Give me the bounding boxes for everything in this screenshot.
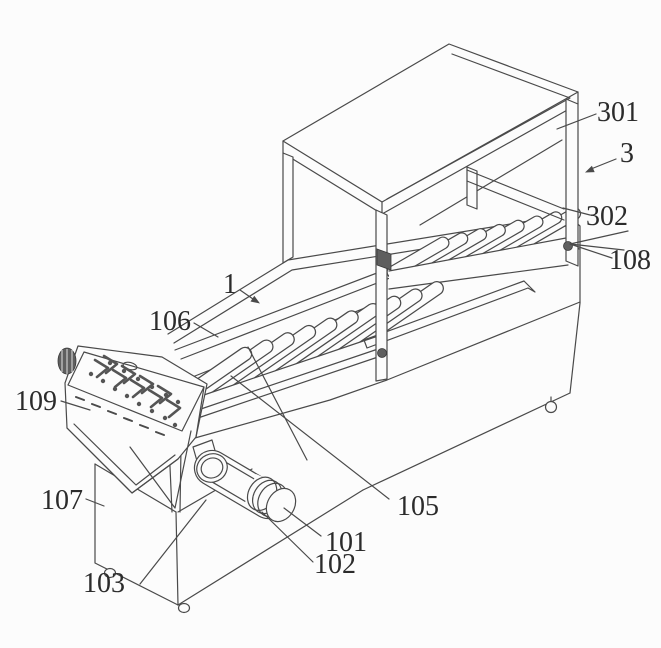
label-107: 107 xyxy=(41,485,83,516)
leader-302 xyxy=(562,207,591,216)
funnel-inner xyxy=(73,423,176,486)
conveyor-rollers-right xyxy=(386,207,582,279)
panel-top-edge xyxy=(169,301,581,446)
label-103: 103 xyxy=(83,568,125,599)
label-106: 106 xyxy=(149,306,191,337)
motor-end-face xyxy=(265,487,297,523)
machine-body-panel xyxy=(168,213,581,606)
hopper-chevron-pattern xyxy=(88,354,182,428)
gantry-right-leg xyxy=(565,98,579,267)
far-rail-top-edge xyxy=(174,267,391,351)
label-109: 109 xyxy=(15,386,57,417)
near-rail-top-edge xyxy=(194,335,379,399)
gantry-back-leg xyxy=(466,166,478,210)
panel-slot xyxy=(363,280,536,349)
hopper xyxy=(57,345,308,509)
press-bars xyxy=(466,169,565,221)
leg-clamp-block xyxy=(376,248,392,271)
panel-bottom-edge xyxy=(362,392,571,491)
arrowhead-3 xyxy=(585,165,595,173)
panel-right-edge xyxy=(569,302,581,394)
funnel-inner-wall xyxy=(129,430,192,509)
near-rail-mid-edge xyxy=(194,348,379,412)
leader-107 xyxy=(85,498,105,507)
drive-pulley-rim xyxy=(200,457,224,479)
near-rail-left xyxy=(194,335,379,420)
label-1: 1 xyxy=(223,269,237,300)
label-105: 105 xyxy=(397,491,439,522)
base-foot-front xyxy=(177,602,191,614)
base-foot-left xyxy=(103,567,117,579)
leader-3 xyxy=(590,158,617,170)
hopper-right-face-edge xyxy=(195,386,205,438)
arrowhead-1 xyxy=(250,295,260,304)
bed-wall-bottom-edge xyxy=(388,264,569,290)
press-bar-upper xyxy=(466,169,565,210)
label-101: 101 xyxy=(325,527,367,558)
reference-labels: 301 3 302 108 1 106 109 107 103 105 101 … xyxy=(15,97,651,599)
bed-wall-top-edge xyxy=(388,237,567,272)
funnel-outer xyxy=(66,427,179,494)
gantry-far-left-leg xyxy=(282,152,294,264)
leader-103 xyxy=(139,499,207,585)
leader-301 xyxy=(556,113,597,130)
label-3: 3 xyxy=(620,138,634,169)
leader-102 xyxy=(261,511,314,563)
belt-drive xyxy=(192,439,297,523)
far-rail-inner-edge xyxy=(180,277,391,360)
leader-106 xyxy=(193,322,219,338)
base-left-bottom-edges xyxy=(94,463,179,606)
leader-108 xyxy=(569,230,629,259)
leg-screw-right xyxy=(563,241,573,251)
gantry-slab-left-thickness xyxy=(282,140,383,215)
leader-1 xyxy=(239,289,254,300)
gantry-opening-back-edge xyxy=(419,139,563,226)
hopper-dash-row xyxy=(75,396,165,436)
base-caster-right xyxy=(544,400,558,414)
label-301: 301 xyxy=(597,97,639,128)
leader-109 xyxy=(60,400,91,411)
base-front-corner xyxy=(175,511,179,606)
press-bar-lower xyxy=(466,180,565,221)
knob-ridges xyxy=(61,349,73,374)
hopper-support-strut xyxy=(247,346,308,461)
leader-105 xyxy=(230,375,390,500)
label-108: 108 xyxy=(609,245,651,276)
leader-101 xyxy=(283,507,322,537)
label-102: 102 xyxy=(314,549,356,580)
roller-bed-right xyxy=(388,237,569,290)
leader-lines xyxy=(60,113,629,585)
leg-screw-left xyxy=(377,348,387,358)
base-bottom-right-edge xyxy=(177,489,364,606)
gantry-slab-inner-border xyxy=(386,53,571,200)
near-rail-low-edge xyxy=(194,356,379,420)
label-302: 302 xyxy=(586,201,628,232)
gantry-slab-top xyxy=(282,43,579,203)
gantry-front-legs xyxy=(375,98,579,382)
hopper-slant-face xyxy=(67,351,205,432)
